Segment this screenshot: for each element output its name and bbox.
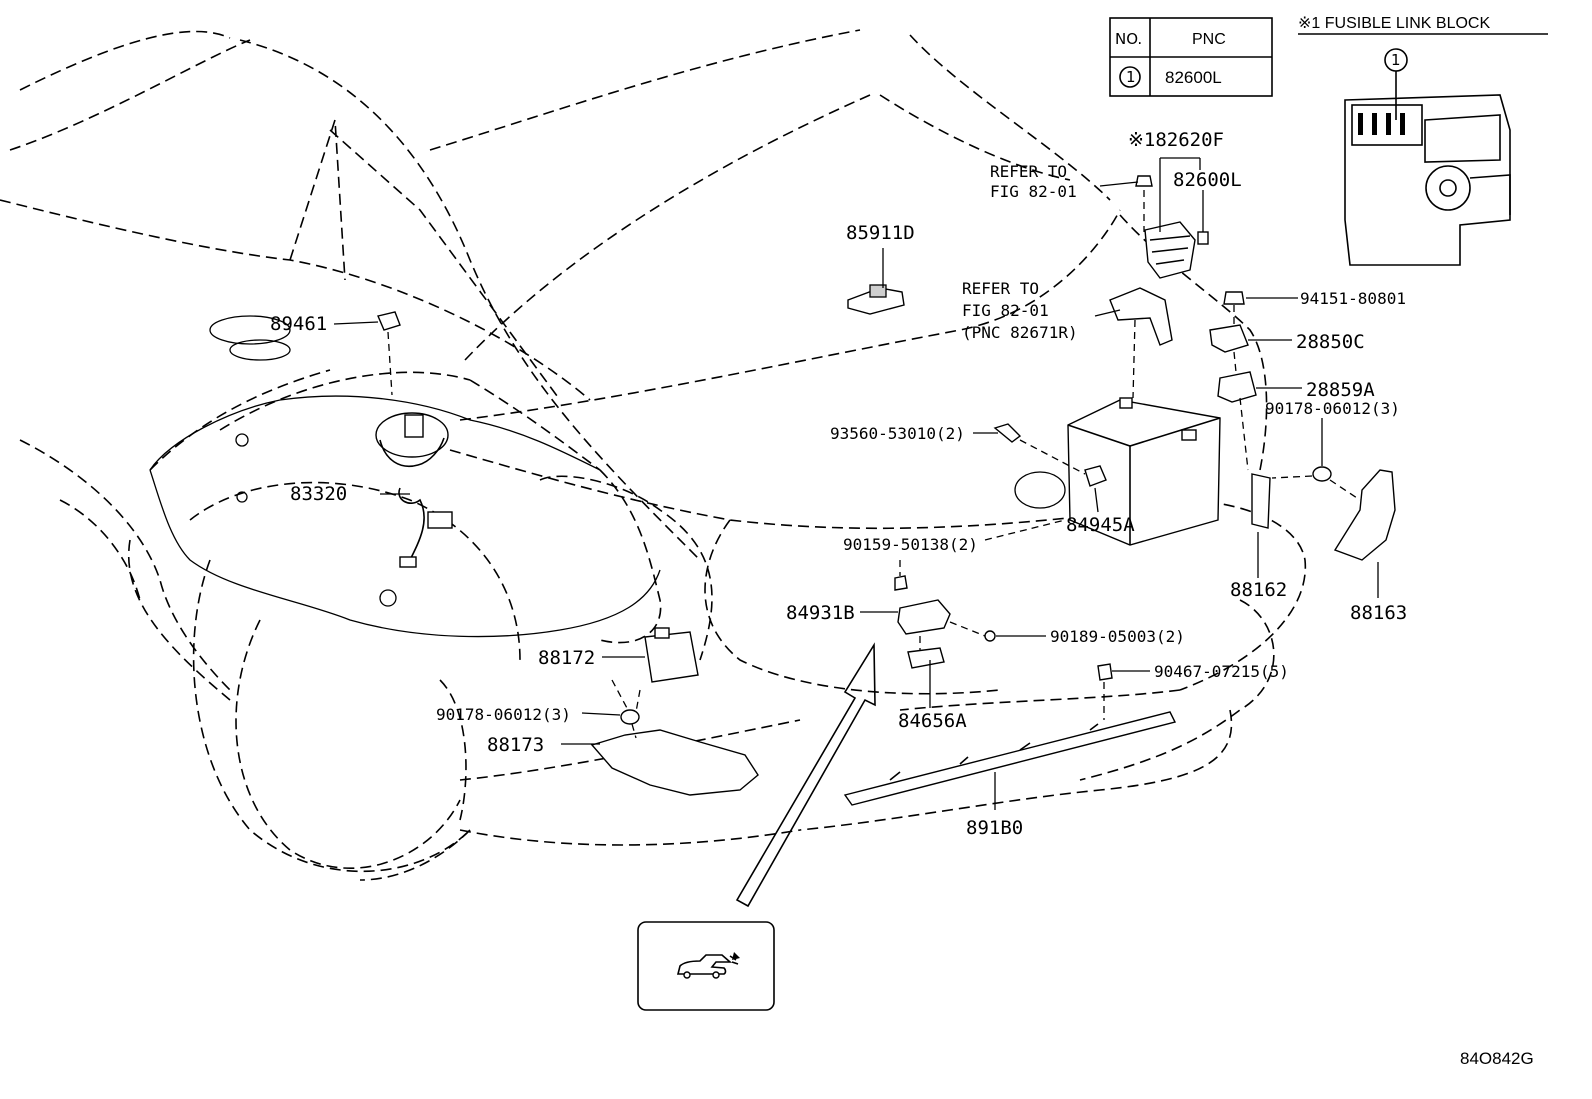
label-82600L: 82600L (1173, 169, 1242, 191)
label-83320: 83320 (290, 483, 347, 505)
ref1-line2: FIG 82-01 (990, 182, 1077, 201)
vehicle-outline (0, 29, 1307, 881)
view-icon-box (637, 921, 775, 1011)
label-84656A: 84656A (898, 710, 967, 732)
label-84945A: 84945A (1066, 514, 1135, 536)
part-84656A-shape (907, 647, 945, 669)
callout-labels: ※182620F 82600L REFER TO FIG 82-01 85911… (270, 129, 1407, 839)
label-90178-left: 90178-06012(3) (436, 705, 571, 724)
inset-fusible-link-block: ※1 FUSIBLE LINK BLOCK 1 (1298, 15, 1548, 266)
ref2-line3: (PNC 82671R) (962, 323, 1078, 342)
label-28859A: 28859A (1306, 379, 1375, 401)
part-84931B-shape (897, 599, 951, 635)
ref2-line1: REFER TO (962, 279, 1039, 298)
view-arrow (735, 642, 876, 908)
table-header-no: NO. (1115, 30, 1142, 48)
label-88162: 88162 (1230, 579, 1287, 601)
label-94151: 94151-80801 (1300, 289, 1406, 308)
part-28850C-shape (1209, 324, 1249, 353)
part-shapes (375, 175, 1396, 908)
label-88173: 88173 (487, 734, 544, 756)
part-84945A-shape (1084, 465, 1107, 487)
label-90159: 90159-50138(2) (843, 535, 978, 554)
part-88173-shape (590, 729, 759, 796)
part-89461-shape (377, 311, 401, 331)
label-28850C: 28850C (1296, 331, 1365, 353)
label-88172: 88172 (538, 647, 595, 669)
pnc-table: NO. PNC 1 82600L (1109, 17, 1273, 97)
ref1-line1: REFER TO (990, 162, 1067, 181)
part-88163-shape (1333, 469, 1396, 561)
part-82671R-bracket (1109, 287, 1173, 346)
table-row-no: 1 (1126, 68, 1136, 86)
car-trunk-icon (676, 952, 740, 979)
part-891B0-shape (843, 711, 1177, 806)
label-84931B: 84931B (786, 602, 855, 624)
part-88162-shape (1251, 473, 1271, 529)
inset-callout: 1 (1391, 51, 1401, 69)
battery (1067, 397, 1221, 546)
label-88163: 88163 (1350, 602, 1407, 624)
leader-lines (333, 157, 1379, 810)
label-85911D: 85911D (846, 222, 915, 244)
label-90467: 90467-07215(5) (1154, 662, 1289, 681)
table-header-pnc: PNC (1192, 31, 1226, 48)
figure-code: 84O842G (1460, 1049, 1534, 1068)
label-90178-right: 90178-06012(3) (1265, 399, 1400, 418)
inset-title: ※1 FUSIBLE LINK BLOCK (1298, 15, 1490, 32)
part-28859A-shape (1217, 371, 1257, 403)
label-90189: 90189-05003(2) (1050, 627, 1185, 646)
engine-bay (149, 315, 1066, 638)
table-row-pnc: 82600L (1165, 68, 1222, 87)
label-891B0: 891B0 (966, 817, 1023, 839)
part-88172-shape (644, 631, 699, 683)
label-82620F: ※182620F (1128, 129, 1224, 151)
ref2-line2: FIG 82-01 (962, 301, 1049, 320)
label-89461: 89461 (270, 313, 327, 335)
label-93560: 93560-53010(2) (830, 424, 965, 443)
